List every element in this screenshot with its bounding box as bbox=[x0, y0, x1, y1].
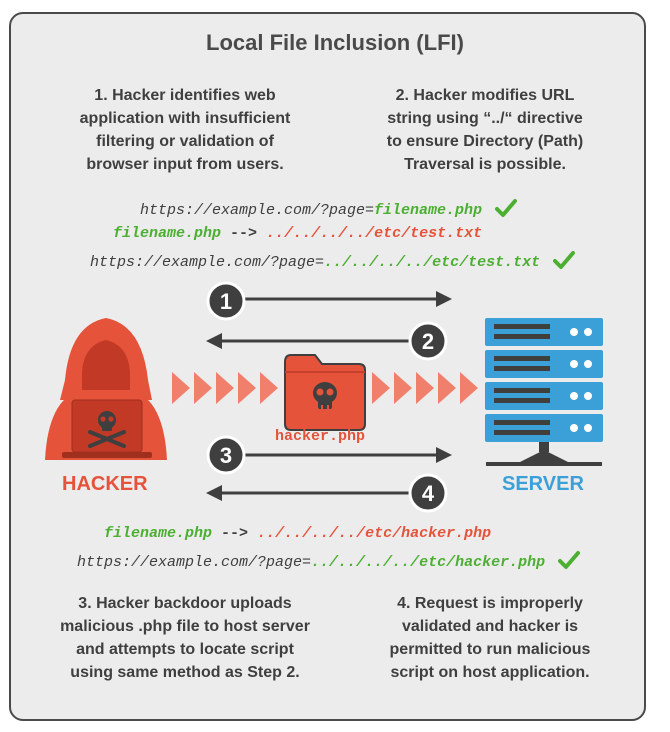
step-2-line: Traversal is possible. bbox=[404, 156, 566, 173]
step-badge-4: 4 bbox=[408, 473, 448, 513]
step-4-line: 4. Request is improperly bbox=[397, 595, 583, 612]
step-3-line: using same method as Step 2. bbox=[70, 664, 300, 681]
server-icon bbox=[485, 318, 603, 466]
map-from: filename.php bbox=[113, 225, 222, 242]
step-1-line: application with insufficient bbox=[79, 110, 291, 127]
map-arrow: --> bbox=[230, 225, 258, 242]
step-4-line: validated and hacker is bbox=[401, 618, 579, 635]
arrow-3 bbox=[222, 447, 452, 463]
hacker-label: HACKER bbox=[62, 473, 148, 495]
url-base: https://example.com/?page= bbox=[77, 554, 312, 571]
file-label: hacker.php bbox=[275, 428, 366, 445]
step-badge-3: 3 bbox=[206, 435, 246, 475]
map-to: ../../../../etc/hacker.php bbox=[257, 525, 492, 542]
step-1-text: 1. Hacker identifies web application wit… bbox=[55, 84, 315, 176]
check-icon bbox=[495, 199, 518, 217]
server-label: SERVER bbox=[502, 473, 584, 495]
url-line-1: https://example.com/?page=filename.php bbox=[140, 198, 518, 219]
map-from: filename.php bbox=[104, 525, 213, 542]
step-1-line: 1. Hacker identifies web bbox=[94, 87, 276, 104]
step-3-line: 3. Hacker backdoor uploads bbox=[78, 595, 292, 612]
url-param: ../../../../etc/hacker.php bbox=[311, 554, 546, 571]
step-4-line: permitted to run malicious bbox=[389, 641, 591, 658]
badge-number: 3 bbox=[220, 443, 232, 468]
step-1-line: filtering or validation of bbox=[96, 133, 274, 150]
url-line-3: https://example.com/?page=../../../../et… bbox=[77, 550, 581, 571]
arrow-2 bbox=[206, 333, 428, 349]
url-base: https://example.com/?page= bbox=[90, 254, 325, 271]
arrow-4 bbox=[206, 485, 428, 501]
arrow-1 bbox=[222, 291, 452, 307]
map-arrow: --> bbox=[221, 525, 249, 542]
step-3-line: malicious .php file to host server bbox=[60, 618, 310, 635]
badge-number: 1 bbox=[220, 289, 232, 314]
step-2-line: string using “../“ directive bbox=[387, 110, 583, 127]
step-3-line: and attempts to locate script bbox=[76, 641, 294, 658]
step-badge-2: 2 bbox=[408, 321, 448, 361]
diagram-title: Local File Inclusion (LFI) bbox=[206, 30, 464, 55]
check-icon bbox=[553, 251, 576, 269]
step-badge-1: 1 bbox=[206, 281, 246, 321]
map-to: ../../../../etc/test.txt bbox=[266, 225, 483, 242]
url-line-2: https://example.com/?page=../../../../et… bbox=[90, 250, 576, 271]
upload-stream bbox=[172, 372, 478, 404]
malicious-folder-icon bbox=[284, 354, 366, 431]
mapping-line-1: filename.php --> ../../../../etc/test.tx… bbox=[113, 225, 482, 242]
badge-number: 2 bbox=[422, 329, 434, 354]
url-base: https://example.com/?page= bbox=[140, 202, 375, 219]
step-2-line: to ensure Directory (Path) bbox=[386, 133, 584, 150]
step-4-text: 4. Request is improperly validated and h… bbox=[355, 592, 625, 684]
hacker-icon bbox=[45, 318, 167, 460]
url-param: ../../../../etc/test.txt bbox=[324, 254, 541, 271]
step-2-text: 2. Hacker modifies URL string using “../… bbox=[350, 84, 620, 176]
step-2-line: 2. Hacker modifies URL bbox=[395, 87, 575, 104]
mapping-line-2: filename.php --> ../../../../etc/hacker.… bbox=[104, 525, 491, 542]
badge-number: 4 bbox=[422, 481, 435, 506]
check-icon bbox=[558, 551, 581, 569]
step-1-line: browser input from users. bbox=[86, 156, 284, 173]
step-4-line: script on host application. bbox=[390, 664, 590, 681]
url-param: filename.php bbox=[374, 202, 483, 219]
step-3-text: 3. Hacker backdoor uploads malicious .ph… bbox=[35, 592, 335, 684]
